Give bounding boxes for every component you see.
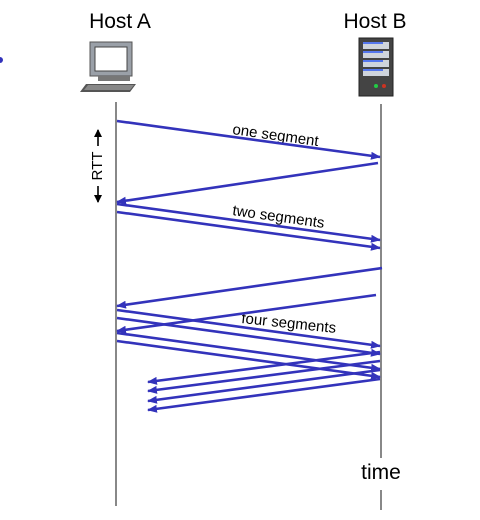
segment-arrow — [116, 316, 381, 357]
segment-arrow — [116, 210, 381, 251]
ack-arrow — [147, 350, 381, 385]
ack-arrow — [116, 161, 379, 205]
rtt-indicator: RTT — [89, 129, 106, 203]
ack-arrow — [147, 377, 381, 413]
segment-arrow — [116, 119, 381, 160]
desktop-computer-icon — [80, 41, 136, 92]
segment-arrow — [116, 331, 381, 372]
segment-arrow — [116, 308, 381, 349]
ack-arrow — [147, 359, 381, 394]
ack-arrow — [116, 266, 383, 309]
time-label: time — [361, 461, 401, 484]
segment-arrow — [116, 339, 381, 380]
rtt-label: RTT — [89, 152, 106, 181]
edge-dot — [0, 57, 3, 63]
host-a-label: Host A — [89, 10, 151, 33]
server-tower-icon — [358, 37, 394, 97]
host-b-label: Host B — [343, 10, 406, 33]
segment-arrow — [116, 202, 381, 243]
ack-arrow — [147, 368, 381, 404]
